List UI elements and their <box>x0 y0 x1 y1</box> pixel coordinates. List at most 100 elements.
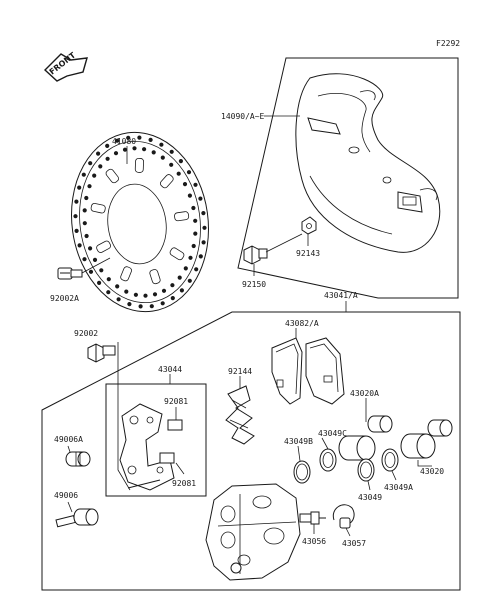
disc-drill-hole <box>106 277 111 282</box>
disc-drill-hole <box>177 275 182 280</box>
disc-drill-hole <box>169 149 174 154</box>
callout-43020A: 43020A <box>350 389 379 398</box>
disc-drill-hole <box>179 288 184 293</box>
disc-drill-hole <box>113 151 119 156</box>
callout-14090: 14090/A~E <box>221 112 265 121</box>
disc-drill-hole <box>137 135 142 140</box>
callout-92143: 92143 <box>296 249 320 258</box>
disc-drill-hole <box>105 143 110 148</box>
callout-43044: 43044 <box>158 365 182 374</box>
disc-drill-hole <box>170 296 175 301</box>
disc-drill-hole <box>160 301 165 306</box>
bolt-92150 <box>243 245 268 265</box>
disc-drill-hole <box>127 302 132 307</box>
disc-drill-hole <box>152 292 158 297</box>
bolt-92002 <box>87 343 116 363</box>
disc-lightening-slot <box>105 168 119 184</box>
disc-drill-hole <box>202 225 207 230</box>
bracket-43044-frame <box>105 383 207 497</box>
disc-cover-frame <box>237 57 459 299</box>
clip-92081-lower <box>159 452 175 464</box>
caliper-body <box>205 483 301 581</box>
piston-43020A-small <box>367 415 393 433</box>
disc-drill-hole <box>92 257 98 262</box>
piston-43020-small <box>427 419 453 437</box>
disc-drill-hole <box>84 195 89 201</box>
disc-cover-14090 <box>295 73 441 253</box>
disc-drill-hole <box>138 304 143 309</box>
disc-drill-hole <box>132 146 137 151</box>
disc-drill-hole <box>151 150 156 155</box>
disc-drill-hole <box>198 254 203 259</box>
disc-drill-hole <box>116 297 121 302</box>
disc-drill-hole <box>105 156 110 161</box>
seal-43049B <box>293 460 311 484</box>
disc-drill-hole <box>82 257 87 262</box>
disc-drill-hole <box>186 170 192 175</box>
disc-drill-hole <box>159 142 164 147</box>
disc-lightening-slot <box>96 240 112 253</box>
callout-49006A: 49006A <box>54 435 83 444</box>
disc-drill-hole <box>170 283 175 288</box>
front-direction-arrow: FRONT <box>43 50 88 82</box>
disc-drill-hole <box>73 214 78 219</box>
callout-43041: 43041/A <box>324 291 358 300</box>
disc-drill-hole <box>198 196 203 201</box>
brake-pad-inner <box>271 337 303 405</box>
disc-drill-hole <box>126 135 131 140</box>
piston-43020A <box>338 435 376 461</box>
boot-49006 <box>55 508 99 528</box>
disc-drill-hole <box>88 161 93 166</box>
disc-drill-hole <box>193 182 198 187</box>
callout-43082: 43082/A <box>285 319 319 328</box>
disc-drill-hole <box>191 243 196 249</box>
callout-92081-a: 92081 <box>164 397 188 406</box>
disc-drill-hole <box>122 147 128 152</box>
callout-43049C: 43049C <box>318 429 347 438</box>
disc-drill-hole <box>193 231 198 236</box>
callout-43056: 43056 <box>302 537 326 546</box>
disc-drill-hole <box>88 269 94 274</box>
disc-drill-hole <box>201 240 206 245</box>
disc-drill-hole <box>92 173 97 178</box>
disc-drill-hole <box>82 221 87 226</box>
callout-92002: 92002 <box>74 329 98 338</box>
callout-92081-b: 92081 <box>172 479 196 488</box>
disc-lightening-slot <box>159 174 174 189</box>
disc-lightening-slot <box>149 269 161 285</box>
bolt-92002A <box>57 267 83 280</box>
piston-43020 <box>400 433 436 459</box>
disc-drill-hole <box>178 159 183 164</box>
disc-drill-hole <box>77 185 82 190</box>
clip-92081-upper <box>167 419 183 431</box>
disc-drill-hole <box>182 182 188 187</box>
seal-43049C <box>319 448 337 472</box>
disc-drill-hole <box>187 278 192 283</box>
disc-drill-hole <box>142 147 147 152</box>
callout-92150: 92150 <box>242 280 266 289</box>
disc-drill-hole <box>176 171 181 176</box>
disc-drill-hole <box>161 288 167 293</box>
callout-43049B: 43049B <box>284 437 313 446</box>
disc-drill-hole <box>77 243 82 248</box>
caliper-bracket-43044 <box>119 403 175 491</box>
disc-drill-hole <box>87 184 92 189</box>
disc-drill-hole <box>193 218 198 223</box>
disc-drill-hole <box>88 246 93 251</box>
disc-lightening-slot <box>169 247 185 261</box>
callout-43020: 43020 <box>420 467 444 476</box>
disc-drill-hole <box>169 162 174 167</box>
disc-drill-hole <box>74 228 79 233</box>
callout-92002A: 92002A <box>50 294 79 303</box>
disc-lightening-slot <box>174 211 190 222</box>
bleeder-valve-43056 <box>299 511 326 525</box>
callout-41080: 41080 <box>112 137 136 146</box>
disc-drill-hole <box>133 292 138 297</box>
disc-lightening-slot <box>90 202 106 214</box>
cap-43057 <box>332 504 355 529</box>
washer-92143 <box>301 216 317 235</box>
disc-drill-hole <box>148 137 153 142</box>
disc-drill-hole <box>115 284 120 289</box>
disc-drill-hole <box>201 211 206 216</box>
figure-code: F2292 <box>436 39 460 48</box>
